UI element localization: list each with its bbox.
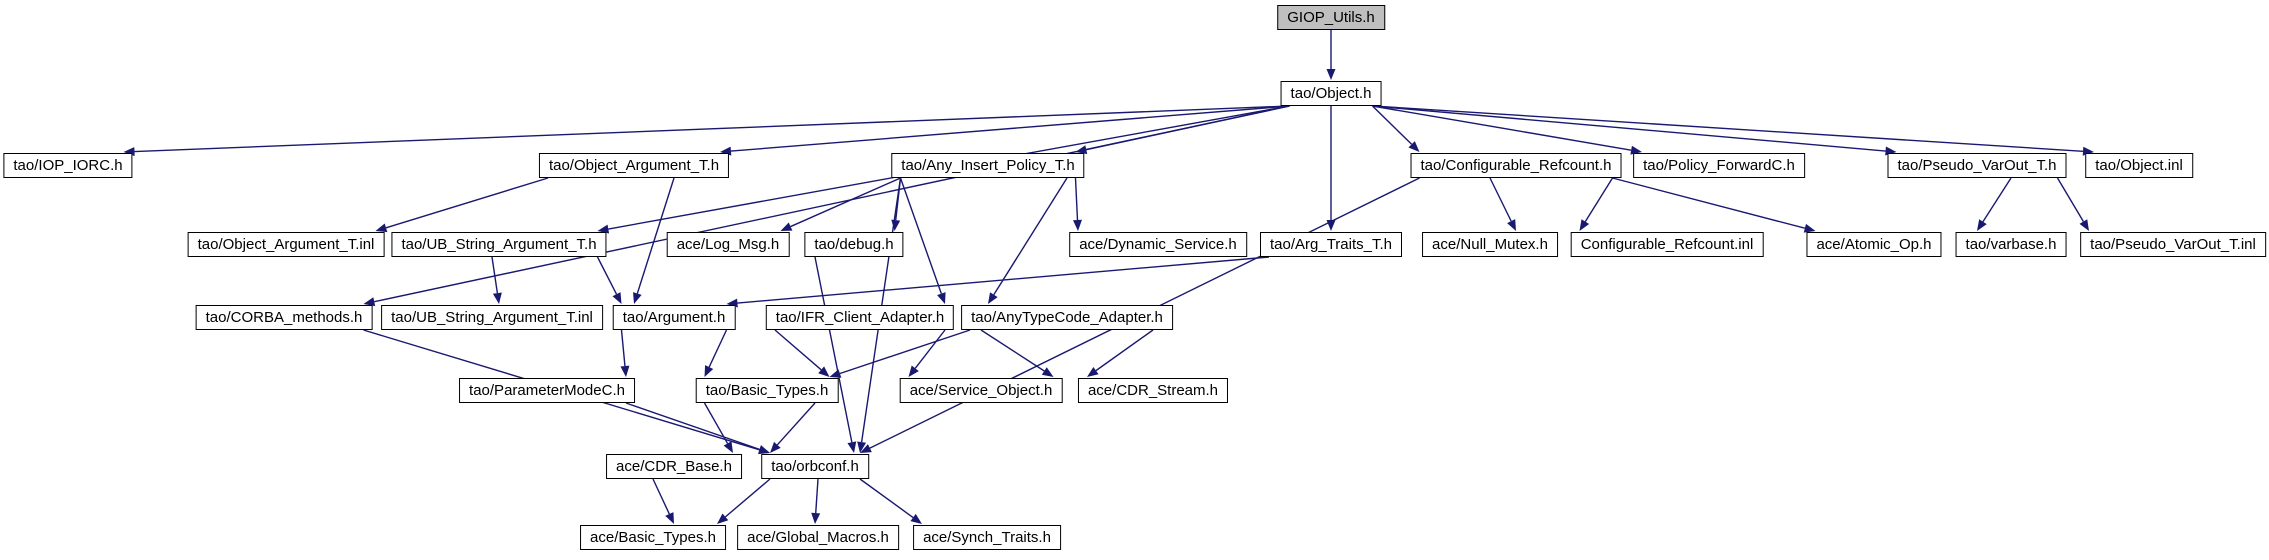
graph-edge-orbconf-to-globalmacros [811,478,821,524]
graph-edge-confref-to-confrefinl [1579,177,1614,231]
graph-edge-object-to-iop [123,105,1290,157]
graph-node-object[interactable]: tao/Object.h [1280,81,1382,106]
graph-node-confref[interactable]: tao/Configurable_Refcount.h [1410,153,1622,178]
graph-node-acebasic[interactable]: ace/Basic_Types.h [580,525,726,550]
graph-node-atomic[interactable]: ace/Atomic_Op.h [1806,232,1942,257]
graph-edge-anytc-to-svcobj [980,329,1054,377]
graph-edge-argument-to-basictypes [704,329,728,377]
graph-node-dynsvc[interactable]: ace/Dynamic_Service.h [1069,232,1247,257]
graph-node-anyins[interactable]: tao/Any_Insert_Policy_T.h [891,153,1085,178]
graph-edge-confref-to-nullmutex [1489,177,1516,231]
graph-node-cdrstream[interactable]: ace/CDR_Stream.h [1077,378,1229,403]
graph-edge-object-to-argtraits [1326,106,1336,231]
graph-edge-confref-to-atomic [1612,177,1816,233]
graph-edge-object-to-polfwd [1372,105,1642,155]
graph-node-synchtraits[interactable]: ace/Synch_Traits.h [913,525,1061,550]
graph-edge-argument-to-parammode [620,329,630,377]
graph-edge-basictypes-to-orbconf [770,402,816,453]
graph-edge-parammode-to-orbconf [625,402,770,454]
graph-node-objargt[interactable]: tao/Object_Argument_T.h [538,153,730,178]
graph-node-iop[interactable]: tao/IOP_IORC.h [3,153,133,178]
graph-edge-orbconf-to-synchtraits [859,478,922,524]
graph-node-ifr[interactable]: tao/IFR_Client_Adapter.h [765,305,955,330]
graph-node-anytc[interactable]: tao/AnyTypeCode_Adapter.h [961,305,1173,330]
graph-node-objinl[interactable]: tao/Object.inl [2085,153,2193,178]
graph-edge-object-to-objinl [1372,105,2094,156]
graph-node-ubstrinl[interactable]: tao/UB_String_Argument_T.inl [381,305,603,330]
graph-edge-object-to-confref [1372,105,1420,152]
graph-node-argtraits[interactable]: tao/Arg_Traits_T.h [1260,232,1402,257]
graph-node-debug[interactable]: tao/debug.h [804,232,904,257]
graph-edge-anyins-to-ifr [899,177,946,304]
graph-edge-cdrbase-to-acebasic [652,478,674,524]
graph-edge-ubstr-to-argument [596,256,622,304]
graph-edge-giop-to-object [1326,30,1336,80]
graph-edge-anytc-to-basictypes [829,329,971,378]
graph-node-parammode[interactable]: tao/ParameterModeC.h [459,378,635,403]
graph-edge-ifr-to-basictypes [774,329,830,377]
graph-node-confrefinl[interactable]: Configurable_Refcount.inl [1570,232,1764,257]
graph-node-pseudoinl[interactable]: tao/Pseudo_VarOut_T.inl [2080,232,2266,257]
graph-edge-ifr-to-svcobj [908,329,946,377]
graph-edge-debug-to-orbconf [814,256,857,453]
graph-edge-ubstr-to-ubstrinl [491,256,502,304]
graph-node-logmsg[interactable]: ace/Log_Msg.h [666,232,790,257]
graph-node-corbam[interactable]: tao/CORBA_methods.h [195,305,373,330]
graph-edge-pseudo-to-pseudoinl [2056,177,2089,231]
graph-edge-pseudo-to-varbase [1977,177,2012,231]
graph-node-nullmutex[interactable]: ace/Null_Mutex.h [1422,232,1558,257]
graph-node-varbase[interactable]: tao/varbase.h [1955,232,2067,257]
graph-edge-anyins-to-logmsg [780,177,901,231]
graph-node-cdrbase[interactable]: ace/CDR_Base.h [606,454,742,479]
graph-edge-object-to-corbam [363,105,1290,307]
graph-edge-orbconf-to-acebasic [717,478,771,524]
graph-node-argument[interactable]: tao/Argument.h [612,305,736,330]
graph-edge-objargt-to-objargtinl [375,177,549,233]
graph-edge-object-to-objargt [720,105,1290,156]
graph-node-ubstr[interactable]: tao/UB_String_Argument_T.h [391,232,607,257]
graph-edge-objargt-to-argument [633,177,675,304]
graph-node-pseudo[interactable]: tao/Pseudo_VarOut_T.h [1887,153,2067,178]
graph-edge-anytc-to-cdrstream [1087,329,1154,377]
graph-node-giop[interactable]: GIOP_Utils.h [1277,5,1385,30]
graph-edge-argtraits-to-argument [726,256,1270,308]
graph-node-objargtinl[interactable]: tao/Object_Argument_T.inl [187,232,385,257]
graph-node-globalmacros[interactable]: ace/Global_Macros.h [737,525,899,550]
graph-edge-anyins-to-dynsvc [1072,177,1082,231]
graph-node-polfwd[interactable]: tao/Policy_ForwardC.h [1633,153,1805,178]
graph-edge-anyins-to-anytc [988,177,1068,304]
graph-edge-basictypes-to-cdrbase [703,402,733,453]
graph-node-svcobj[interactable]: ace/Service_Object.h [899,378,1063,403]
graph-node-orbconf[interactable]: tao/orbconf.h [761,454,869,479]
graph-node-basictypes[interactable]: tao/Basic_Types.h [695,378,839,403]
